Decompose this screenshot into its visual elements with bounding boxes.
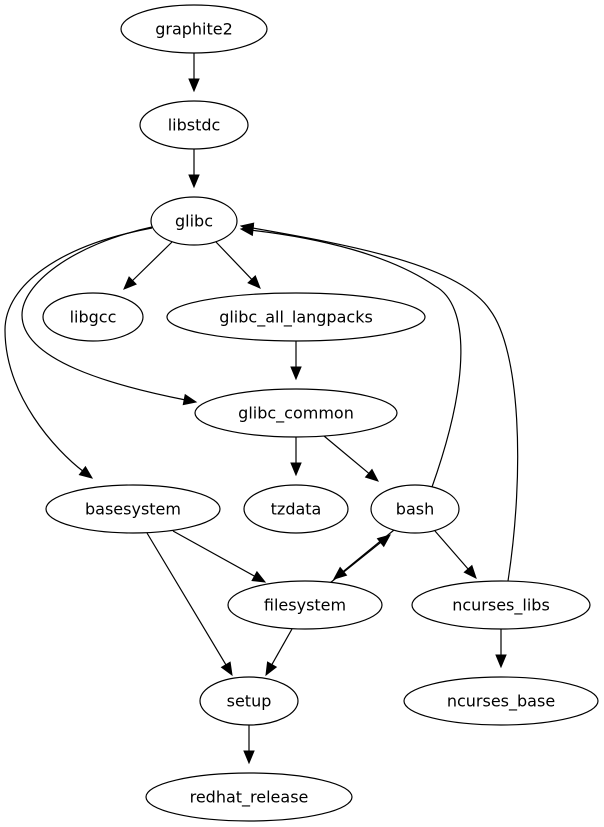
node-label: setup (227, 692, 272, 711)
node-ellipse (403, 676, 599, 726)
arrowhead-icon (123, 276, 137, 290)
node-ellipse (42, 292, 144, 342)
arrowhead-icon (243, 750, 255, 765)
edge-line (146, 532, 228, 667)
node-redhat-release[interactable]: redhat_release (145, 772, 353, 822)
node-label: glibc_common (238, 404, 354, 424)
edge-filesystem-to-bash (329, 534, 392, 584)
arrowhead-icon (188, 78, 200, 93)
node-basesystem[interactable]: basesystem (45, 484, 221, 534)
node-label: filesystem (264, 596, 346, 615)
edge-line (172, 530, 257, 578)
edge-line (21, 226, 187, 401)
node-ncurses-base[interactable]: ncurses_base (403, 676, 599, 726)
arrowhead-icon (495, 654, 507, 669)
edge-libstdc-to-glibc (188, 149, 200, 189)
edge-glibc-to-glibc_all_langpacks (215, 241, 261, 289)
arrowhead-icon (182, 393, 198, 406)
edge-glibc_common-to-tzdata (290, 437, 302, 477)
edge-ncurses_libs-to-ncurses_base (495, 629, 507, 669)
edge-line (250, 229, 462, 488)
node-glibc-common[interactable]: glibc_common (194, 388, 398, 438)
node-ellipse (370, 484, 460, 534)
edge-line (250, 227, 519, 582)
node-libgcc[interactable]: libgcc (42, 292, 144, 342)
edge-glibc_all_langpacks-to-glibc_common (290, 341, 302, 381)
edge-basesystem-to-setup (146, 532, 233, 677)
node-graphite2[interactable]: graphite2 (120, 4, 268, 54)
node-ellipse (139, 100, 249, 150)
node-glibc[interactable]: glibc (150, 196, 238, 246)
edge-setup-to-redhat_release (243, 725, 255, 765)
node-ellipse (145, 772, 353, 822)
edge-line (434, 530, 470, 571)
edge-line (4, 227, 153, 473)
arrowhead-icon (247, 274, 261, 289)
node-filesystem[interactable]: filesystem (227, 580, 383, 630)
arrowhead-icon (364, 468, 379, 482)
arrowhead-icon (239, 222, 255, 234)
edge-bash-to-ncurses_libs (434, 530, 477, 579)
node-label: graphite2 (155, 20, 233, 39)
node-label: libstdc (168, 116, 221, 135)
node-ellipse (411, 580, 591, 630)
edge-line (215, 241, 254, 282)
edge-basesystem-to-filesystem (172, 530, 267, 583)
node-label: glibc (175, 212, 213, 231)
node-label: libgcc (70, 308, 117, 327)
node-label: tzdata (271, 500, 322, 519)
arrowhead-icon (463, 564, 477, 579)
edge-filesystem-to-setup (265, 628, 293, 677)
node-glibc-all-langpacks[interactable]: glibc_all_langpacks (166, 292, 426, 342)
edge-glibc-to-libgcc (123, 241, 173, 290)
arrowhead-icon (290, 366, 302, 381)
node-tzdata[interactable]: tzdata (243, 484, 349, 534)
edge-glibc_common-to-bash (323, 435, 379, 482)
node-ellipse (150, 196, 238, 246)
node-setup[interactable]: setup (199, 676, 299, 726)
node-ellipse (227, 580, 383, 630)
node-label: redhat_release (190, 788, 309, 808)
node-label: ncurses_libs (452, 596, 550, 616)
node-label: glibc_all_langpacks (219, 308, 373, 328)
edge-line (270, 628, 293, 667)
node-ellipse (243, 484, 349, 534)
node-bash[interactable]: bash (370, 484, 460, 534)
node-ellipse (194, 388, 398, 438)
edge-graphite2-to-libstdc (188, 53, 200, 93)
node-ellipse (166, 292, 426, 342)
edge-bash-to-glibc (239, 224, 462, 488)
arrowhead-icon (220, 661, 233, 677)
node-ellipse (199, 676, 299, 726)
node-label: bash (396, 500, 434, 519)
nodes-layer: graphite2 libstdc glibc libgcc glibc_all_lan… (42, 4, 599, 822)
node-ellipse (45, 484, 221, 534)
edge-line (329, 540, 383, 584)
node-label: basesystem (85, 500, 181, 519)
node-ncurses-libs[interactable]: ncurses_libs (411, 580, 591, 630)
arrowhead-icon (78, 465, 94, 479)
arrowhead-icon (290, 462, 302, 477)
node-ellipse (120, 4, 268, 54)
edge-line (130, 241, 173, 283)
arrowhead-icon (376, 534, 392, 548)
edge-line (323, 435, 371, 476)
arrowhead-icon (265, 661, 278, 677)
arrowhead-icon (251, 570, 267, 583)
edge-ncurses_libs-to-glibc (239, 222, 519, 582)
arrowhead-icon (188, 174, 200, 189)
node-libstdc[interactable]: libstdc (139, 100, 249, 150)
node-label: ncurses_base (447, 692, 555, 712)
arrowhead-icon (332, 566, 348, 580)
edges-layer (4, 53, 519, 765)
edge-glibc-to-glibc_common (21, 226, 198, 406)
edge-glibc-to-basesystem (4, 227, 153, 479)
